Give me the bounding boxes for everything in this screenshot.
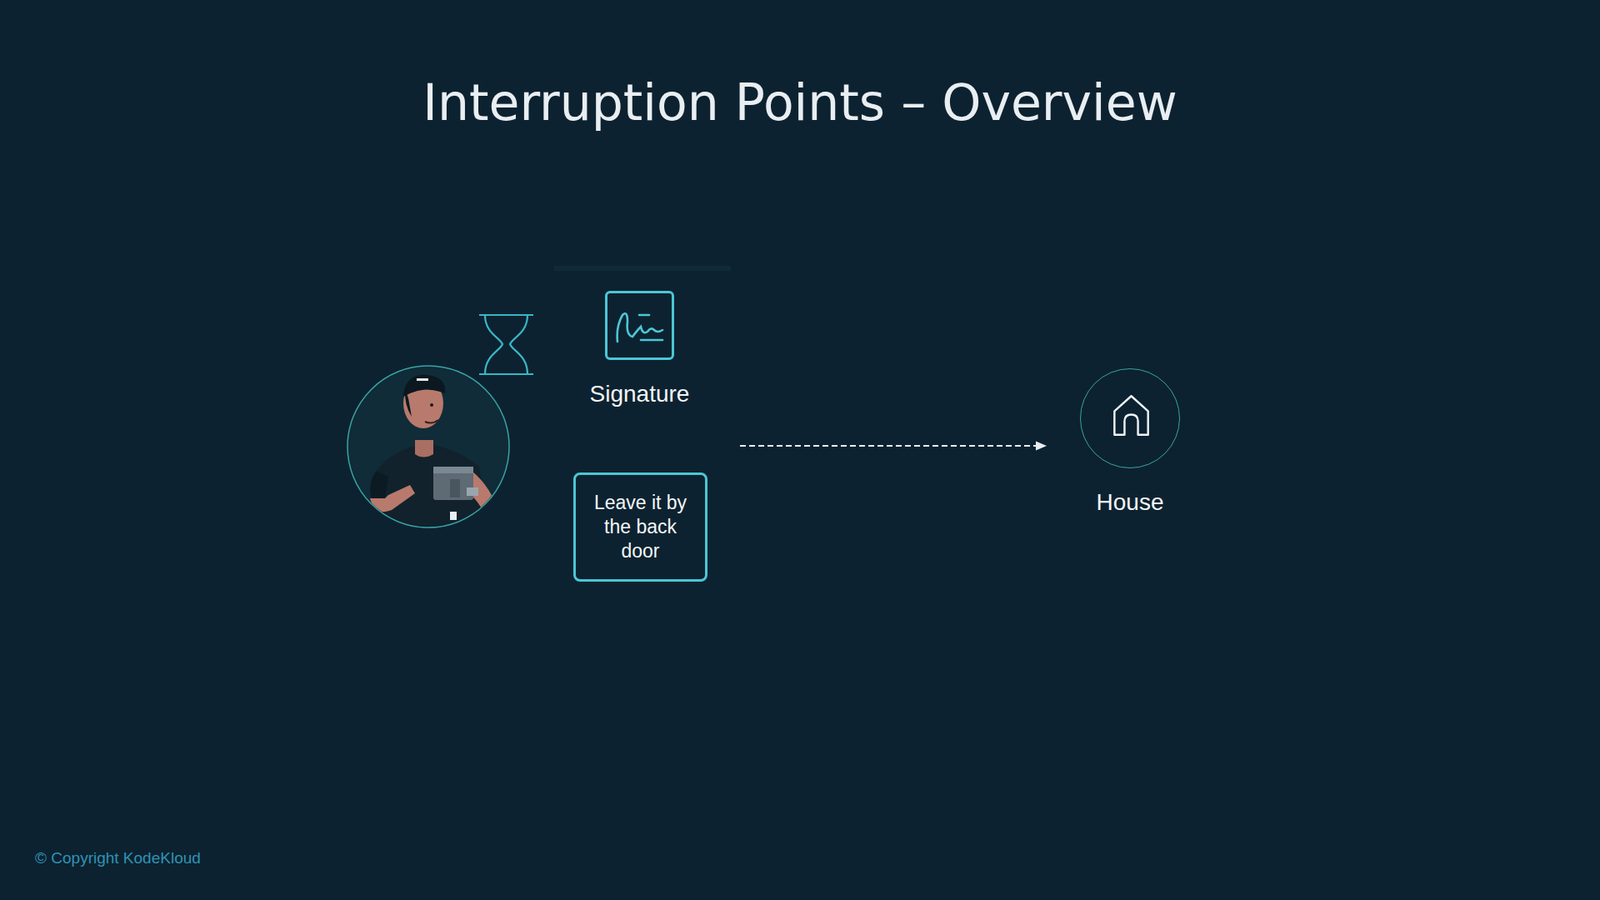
house-icon [1080,369,1180,468]
copyright-note: © Copyright KodeKloud [35,849,201,868]
node-text: Leave it by the back door [584,490,697,563]
delivery-arrow [740,441,1047,451]
hourglass-icon [479,315,534,375]
node-label: House [1096,489,1165,516]
courier-illustration [347,365,510,542]
signature-box: Signature [605,290,675,360]
faint-bar [554,265,731,271]
node-label: Signature [590,380,690,408]
note-box: Leave it by the back door [573,472,708,582]
house-circle: House [1080,368,1180,469]
slide-title: Interruption Points – Overview [0,73,1600,132]
signature-icon [607,293,672,358]
